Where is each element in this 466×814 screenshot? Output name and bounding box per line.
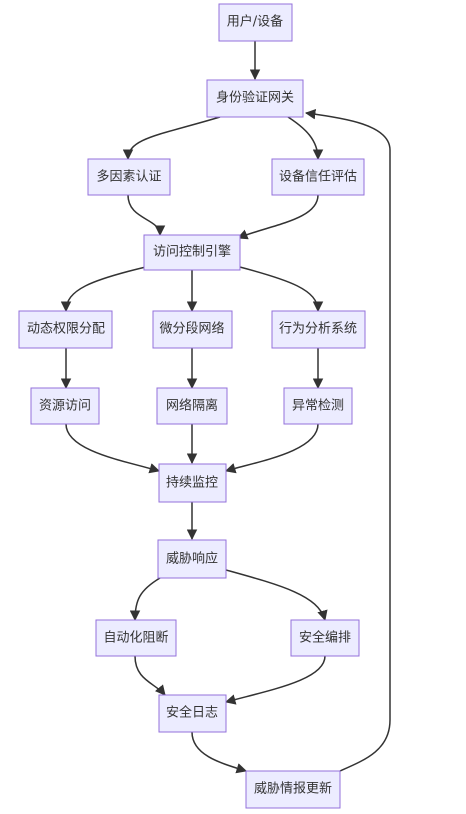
- node-dyn-perm-label: 动态权限分配: [27, 321, 105, 337]
- node-microseg-label: 微分段网络: [159, 321, 224, 337]
- edge-resource-monitor: [65, 423, 161, 474]
- node-behavior-label: 行为分析系统: [279, 322, 357, 337]
- edge-gateway-mfa: [122, 116, 221, 161]
- edge-mfa-access: [127, 194, 166, 237]
- nodes-layer: 用户/设备 身份验证网关 多因素认证 设备信任评估 访问控制引擎 动态权限分配 …: [18, 3, 366, 809]
- node-access-engine-label: 访问控制引擎: [153, 245, 231, 260]
- node-resource-label: 资源访问: [39, 399, 91, 414]
- node-intel-update-label: 威胁情报更新: [254, 781, 332, 797]
- edge-gateway-trust: [287, 116, 324, 161]
- edge-access-dynperm: [60, 265, 151, 313]
- node-dyn-perm: 动态权限分配: [18, 310, 113, 349]
- node-microseg: 微分段网络: [152, 310, 233, 349]
- node-user: 用户/设备: [218, 3, 293, 42]
- edge-response-orchestration: [225, 569, 328, 622]
- node-isolation: 网络隔离: [156, 387, 228, 425]
- node-behavior: 行为分析系统: [271, 310, 366, 349]
- node-gateway: 身份验证网关: [206, 79, 304, 118]
- node-monitor: 持续监控: [158, 463, 227, 503]
- node-auto-block: 自动化阻断: [95, 619, 177, 657]
- edge-log-intelupdate: [191, 731, 248, 774]
- node-monitor-label: 持续监控: [166, 476, 218, 491]
- node-log-label: 安全日志: [166, 705, 218, 721]
- node-intel-update: 威胁情报更新: [245, 770, 341, 809]
- node-mfa-label: 多因素认证: [96, 169, 161, 185]
- edge-trust-access: [237, 194, 319, 240]
- node-response: 威胁响应: [157, 539, 227, 579]
- edges-layer: [60, 41, 391, 774]
- node-gateway-label: 身份验证网关: [216, 90, 294, 106]
- node-response-label: 威胁响应: [166, 551, 218, 567]
- node-isolation-label: 网络隔离: [166, 398, 218, 414]
- node-orchestration-label: 安全编排: [299, 630, 351, 646]
- node-access-engine: 访问控制引擎: [143, 234, 241, 271]
- node-orchestration: 安全编排: [290, 619, 360, 657]
- node-mfa: 多因素认证: [87, 158, 171, 196]
- node-auto-block-label: 自动化阻断: [103, 631, 168, 646]
- edge-anomaly-monitor: [224, 423, 319, 474]
- edge-access-behavior: [235, 265, 324, 313]
- edge-response-autoblock: [129, 577, 161, 622]
- edge-intelupdate-gateway: [304, 108, 391, 772]
- node-trust-label: 设备信任评估: [279, 169, 357, 185]
- node-log: 安全日志: [158, 694, 227, 733]
- node-user-label: 用户/设备: [227, 14, 283, 30]
- edge-autoblock-log: [134, 655, 166, 696]
- node-trust: 设备信任评估: [271, 158, 365, 196]
- edge-orchestration-log: [224, 655, 326, 705]
- node-resource: 资源访问: [30, 387, 100, 425]
- node-anomaly-label: 异常检测: [292, 399, 344, 414]
- node-anomaly: 异常检测: [283, 387, 353, 425]
